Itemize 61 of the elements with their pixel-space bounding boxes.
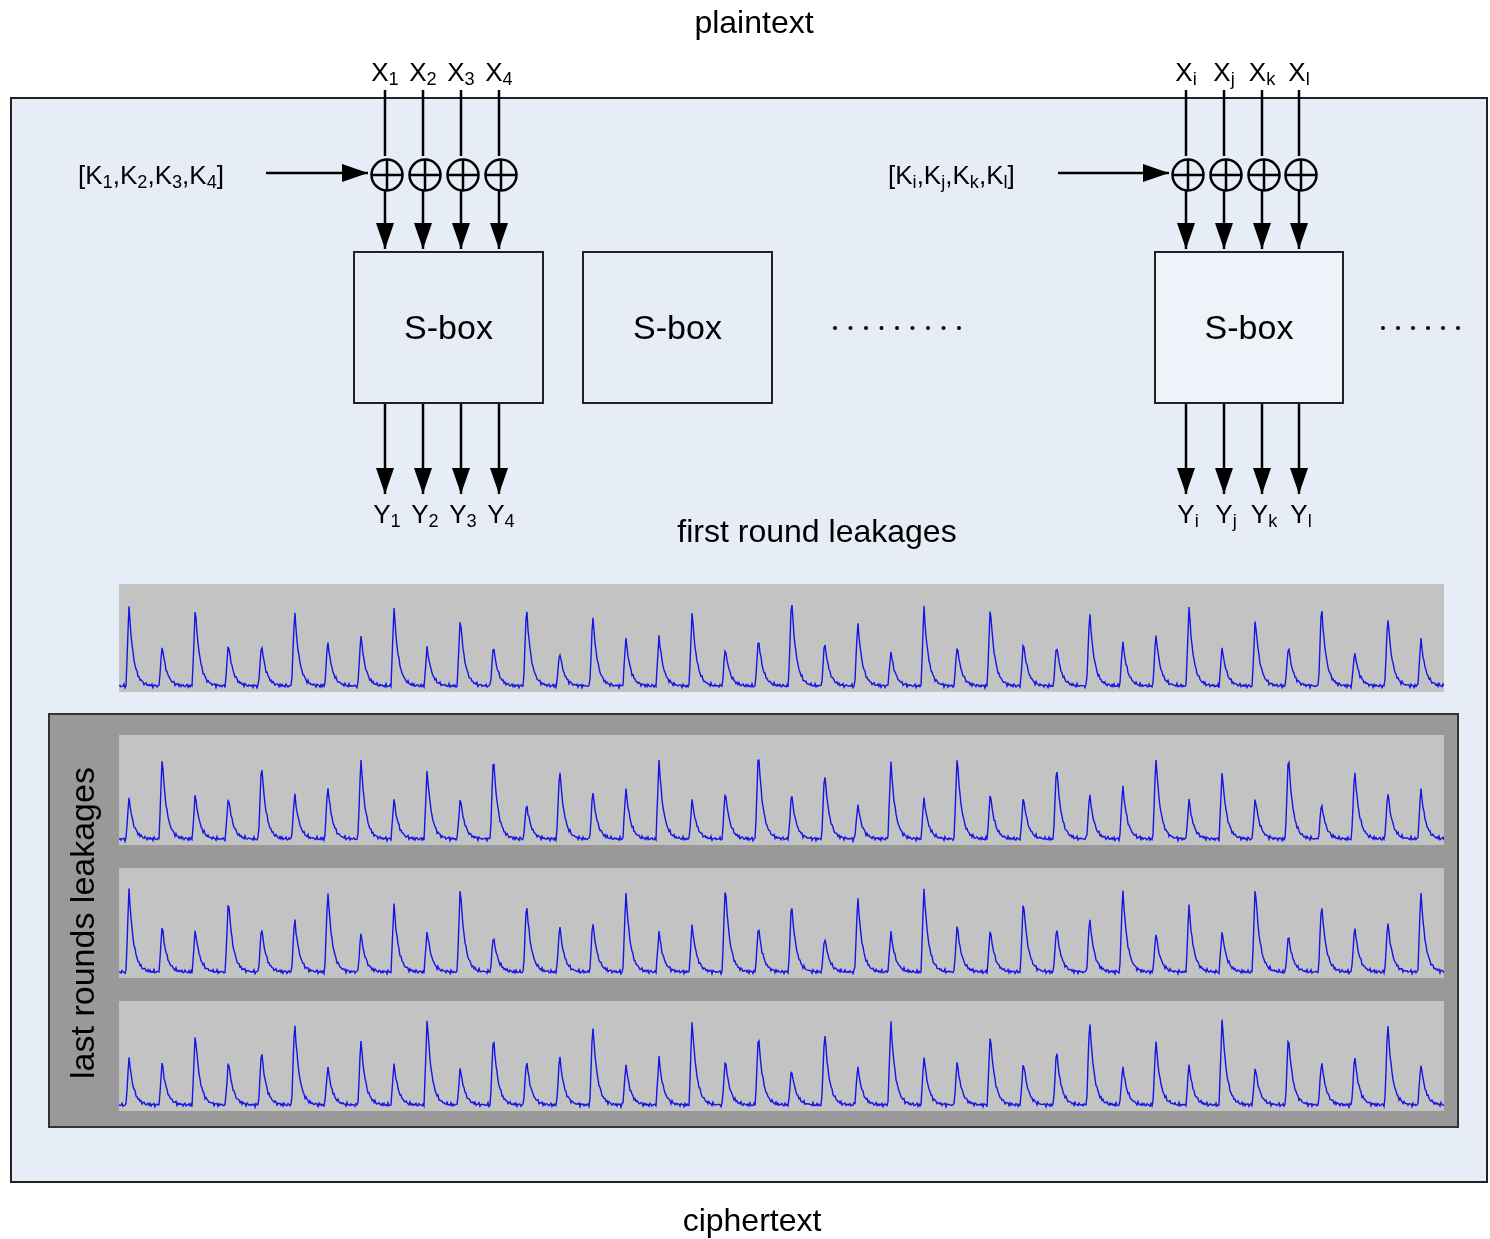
arrow	[490, 190, 508, 249]
output-bit-label: Y$_{l}$	[1282, 496, 1320, 532]
arrow	[490, 402, 508, 494]
input-bit-label: X$_{i}$	[1167, 54, 1205, 90]
arrow	[1177, 402, 1195, 494]
connector-line	[1222, 90, 1226, 156]
arrow	[1058, 164, 1169, 182]
xor-symbol	[408, 158, 442, 192]
arrow	[1290, 190, 1308, 249]
arrow	[414, 402, 432, 494]
arrow	[376, 190, 394, 249]
sbox-block: S-box	[353, 251, 544, 404]
input-bit-label: X$_{j}$	[1205, 54, 1243, 90]
xor-symbol	[370, 158, 404, 192]
output-bit-label: Y$_{2}$	[406, 496, 444, 532]
caption-text: ciphertext	[682, 1201, 822, 1239]
arrow	[1177, 190, 1195, 249]
input-bit-label: X$_{2}$	[404, 54, 442, 90]
output-bit-label: Y$_{3}$	[444, 496, 482, 532]
xor-symbol	[1247, 158, 1281, 192]
caption-text: plaintext	[694, 3, 814, 41]
xor-symbol	[1171, 158, 1205, 192]
sbox-block: S-box	[582, 251, 773, 404]
arrow	[1215, 190, 1233, 249]
arrow	[1215, 402, 1233, 494]
connector-line	[1260, 90, 1264, 156]
arrow	[1253, 402, 1271, 494]
connector-line	[497, 90, 501, 156]
output-bit-label: Y$_{j}$	[1207, 496, 1245, 532]
caption-text: first round leakages	[677, 512, 957, 550]
arrow	[376, 402, 394, 494]
arrow	[452, 190, 470, 249]
arrow	[1290, 402, 1308, 494]
output-bit-label: Y$_{4}$	[482, 496, 520, 532]
arrow	[1253, 190, 1271, 249]
xor-symbol	[1284, 158, 1318, 192]
sbox-block: S-box	[1154, 251, 1344, 404]
xor-symbol	[1209, 158, 1243, 192]
output-bit-label: Y$_{1}$	[368, 496, 406, 532]
arrow	[452, 402, 470, 494]
key-label: [K$_{i}$,K$_{j}$,K$_{k}$,K$_{l}$]	[888, 156, 1060, 194]
input-bit-label: X$_{l}$	[1280, 54, 1318, 90]
diagram-panel	[10, 97, 1488, 1183]
connector-line	[421, 90, 425, 156]
arrow	[414, 190, 432, 249]
input-bit-label: X$_{4}$	[480, 54, 518, 90]
output-bit-label: Y$_{i}$	[1169, 496, 1207, 532]
key-label: [K$_{1}$,K$_{2}$,K$_{3}$,K$_{4}$]	[78, 156, 268, 194]
connector-line	[383, 90, 387, 156]
leakage-panel	[48, 713, 1459, 1128]
panel-title: last rounds leakages	[62, 767, 102, 1079]
xor-symbol	[484, 158, 518, 192]
input-bit-label: X$_{1}$	[366, 54, 404, 90]
connector-line	[459, 90, 463, 156]
output-bit-label: Y$_{k}$	[1245, 496, 1283, 532]
input-bit-label: X$_{k}$	[1243, 54, 1281, 90]
input-bit-label: X$_{3}$	[442, 54, 480, 90]
connector-line	[1184, 90, 1188, 156]
arrow	[266, 164, 368, 182]
connector-line	[1297, 90, 1301, 156]
xor-symbol	[446, 158, 480, 192]
